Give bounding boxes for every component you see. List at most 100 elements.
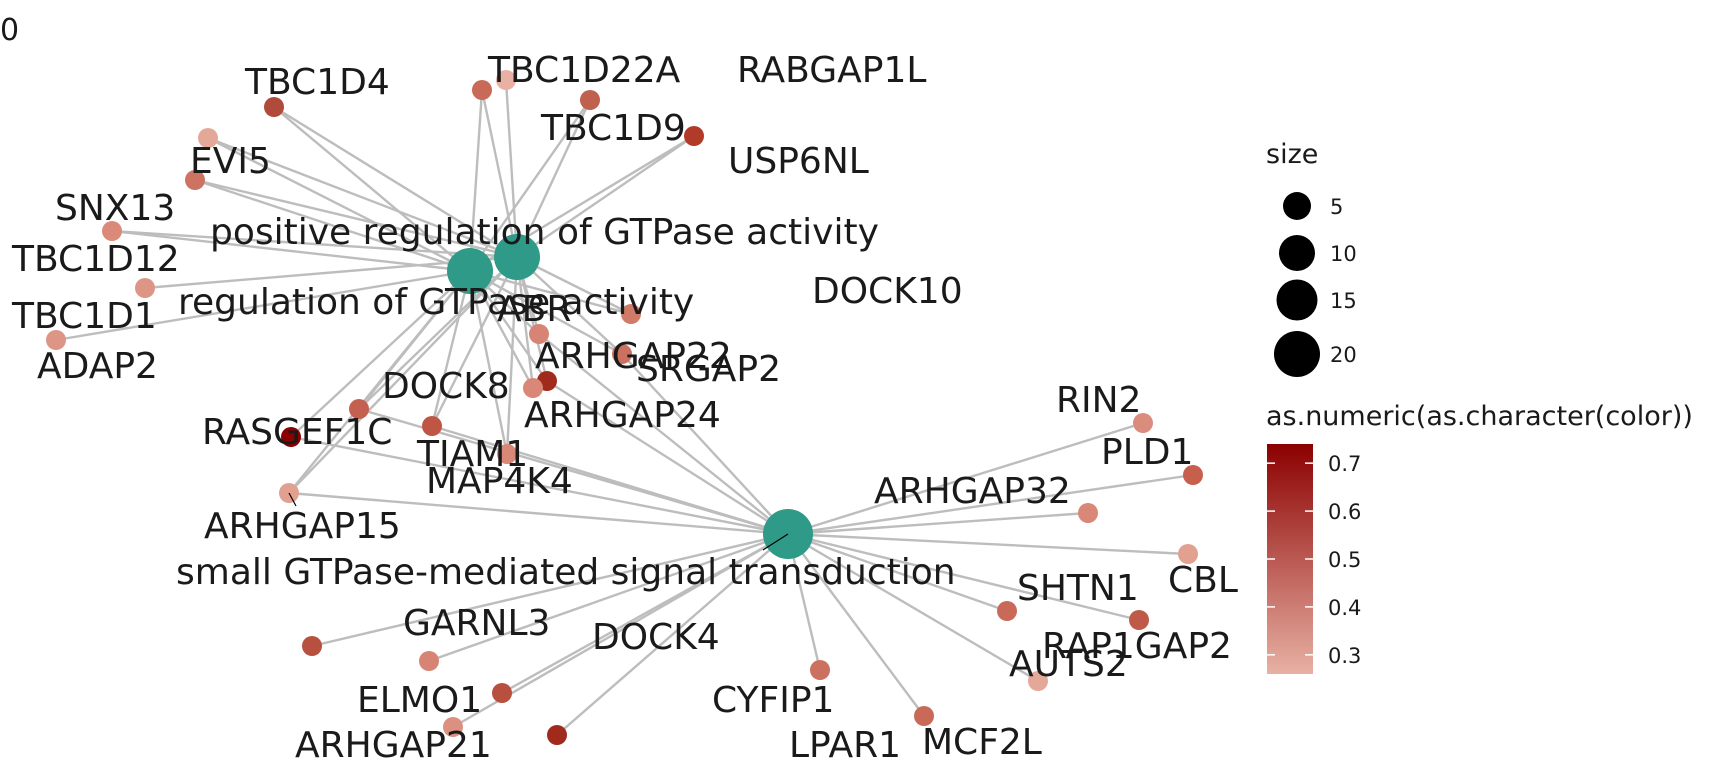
gene-label-rin2: RIN2: [1056, 380, 1141, 421]
gene-label-arhgap22: ARHGAP22: [535, 336, 732, 377]
gene-node-pld1: [1183, 465, 1203, 485]
colorbar-tick-label-0-5: 0.5: [1328, 548, 1361, 572]
gene-node-adap2: [46, 330, 66, 350]
gene-label-dock4: DOCK4: [592, 617, 720, 658]
colorbar-tick-label-0-4: 0.4: [1328, 596, 1361, 620]
gene-label-auts2: AUTS2: [1009, 644, 1128, 685]
gene-label-evi5: EVI5: [190, 141, 271, 182]
gene-node-arhgap21: [443, 717, 463, 737]
gene-label-dock8: DOCK8: [382, 366, 510, 407]
gene-label-srgap2: SRGAP2: [636, 349, 781, 390]
gene-label-dock10: DOCK10: [812, 271, 963, 312]
gene-node-rabgap1l: [496, 70, 516, 90]
gene-label-cbl: CBL: [1168, 560, 1238, 601]
gene-label-shtn1: SHTN1: [1017, 568, 1139, 609]
gene-node-map4k4: [497, 444, 517, 464]
size-legend-circle-5: [1283, 192, 1311, 220]
gene-node-cyfip1: [810, 660, 830, 680]
gene-node-usp6nl: [684, 126, 704, 146]
gene-label-mcf2l: MCF2L: [922, 722, 1042, 763]
corner-label: 0: [0, 13, 19, 48]
edge-srgap2-to-positive-regulation-of-gtpase-activity: [516, 256, 623, 355]
gene-label-tbc1d1: TBC1D1: [11, 296, 157, 337]
edge-tiam1-to-small-gtpase-mediated-signal-transduction: [431, 424, 789, 536]
gene-label-lpar1: LPAR1: [789, 725, 901, 766]
gene-label-cyfip1: CYFIP1: [712, 680, 834, 721]
gene-node-rin2: [1133, 413, 1153, 433]
edge-arhgap15-to-small-gtpase-mediated-signal-transduction: [288, 491, 789, 536]
gene-node-tbc1d9: [580, 90, 600, 110]
category-label-small-gtpase-mediated-signal-transduction: small GTPase-mediated signal transductio…: [176, 552, 956, 593]
gene-node-evi5: [198, 128, 218, 148]
gene-node-elmo1: [492, 683, 512, 703]
edge-tbc1d22a-to-regulation-of-gtpase-activity: [468, 89, 484, 272]
edge-tbc1d22a-to-positive-regulation-of-gtpase-activity: [480, 89, 519, 258]
edge-tiam1-to-regulation-of-gtpase-activity: [430, 270, 472, 427]
gene-label-rabgap1l: RABGAP1L: [737, 50, 926, 91]
edge-map4k4-to-positive-regulation-of-gtpase-activity: [505, 256, 519, 455]
gene-node-tbc1d12: [102, 221, 122, 241]
edge-tbc1d9-to-positive-regulation-of-gtpase-activity: [515, 99, 592, 258]
gene-node-rasgef1c: [281, 427, 301, 447]
gene-label-pld1: PLD1: [1101, 432, 1193, 473]
gene-node-shtn1: [997, 601, 1017, 621]
gene-node-snx13: [185, 170, 205, 190]
colorbar-tick-label-0-3: 0.3: [1328, 644, 1361, 668]
gene-label-usp6nl: USP6NL: [728, 141, 869, 182]
color-legend-ticks: 0.70.60.50.40.3: [1267, 452, 1361, 668]
edge-rin2-to-small-gtpase-mediated-signal-transduction: [787, 421, 1144, 536]
size-legend-label-5: 5: [1330, 195, 1343, 219]
edge-lpar1-to-small-gtpase-mediated-signal-transduction: [556, 533, 789, 736]
gene-label-map4k4: MAP4K4: [426, 461, 573, 502]
color-legend-title: as.numeric(as.character(color)): [1266, 401, 1693, 432]
edge-shtn1-to-small-gtpase-mediated-signal-transduction: [787, 532, 1008, 613]
gene-label-tbc1d9: TBC1D9: [540, 108, 686, 149]
edge-arhgap22-to-small-gtpase-mediated-signal-transduction: [546, 379, 789, 536]
gene-node-tbc1d4: [264, 97, 284, 117]
gene-node-arhgap32: [1078, 503, 1098, 523]
gene-node-dock10: [621, 304, 641, 324]
edge-snx13-to-regulation-of-gtpase-activity: [194, 178, 471, 273]
gene-label-rap1gap2: RAP1GAP2: [1042, 626, 1232, 667]
gene-label-snx13: SNX13: [55, 188, 175, 229]
edge-rasgef1c-to-regulation-of-gtpase-activity: [290, 270, 471, 438]
size-legend-label-10: 10: [1330, 242, 1357, 266]
gene-node-cbl: [1178, 544, 1198, 564]
edge-dock10-to-regulation-of-gtpase-activity: [469, 269, 632, 316]
edge-evi5-to-positive-regulation-of-gtpase-activity: [207, 136, 518, 259]
gene-node-mcf2l: [914, 706, 934, 726]
size-legend-circle-20: [1274, 331, 1320, 377]
edge-tbc1d4-to-positive-regulation-of-gtpase-activity: [273, 105, 518, 259]
gene-label-arhgap32: ARHGAP32: [874, 471, 1071, 512]
gene-label-abr: ABR: [497, 289, 571, 330]
gene-label-rasgef1c: RASGEF1C: [202, 412, 392, 453]
edge-rasgef1c-to-small-gtpase-mediated-signal-transduction: [290, 435, 789, 536]
edge-usp6nl-to-positive-regulation-of-gtpase-activity: [516, 135, 695, 258]
size-legend-label-15: 15: [1330, 289, 1357, 313]
gene-node-tiam1: [422, 416, 442, 436]
gene-label-tbc1d12: TBC1D12: [11, 239, 180, 280]
edge-rabgap1l-to-positive-regulation-of-gtpase-activity: [504, 79, 519, 258]
edge-arhgap15-to-regulation-of-gtpase-activity: [288, 270, 471, 494]
edge-tbc1d9-to-regulation-of-gtpase-activity: [469, 99, 591, 272]
edge-rap1gap2-to-small-gtpase-mediated-signal-transduction: [787, 532, 1140, 622]
edge-tbc1d4-to-regulation-of-gtpase-activity: [273, 106, 471, 272]
category-node-regulation-of-gtpase-activity: [447, 248, 493, 294]
signal-transduction-leader-line: [762, 533, 789, 551]
gene-label-garnl3: GARNL3: [403, 603, 550, 644]
gene-node-garnl3: [302, 636, 322, 656]
gene-node-dock4: [419, 651, 439, 671]
category-label-positive-regulation-of-gtpase-activity: positive regulation of GTPase activity: [210, 212, 879, 253]
gene-node-dock8: [349, 399, 369, 419]
edge-arhgap32-to-small-gtpase-mediated-signal-transduction: [787, 511, 1089, 536]
gene-node-abr: [529, 324, 549, 344]
edge-auts2-to-small-gtpase-mediated-signal-transduction: [787, 532, 1039, 683]
edge-abr-to-small-gtpase-mediated-signal-transduction: [538, 333, 789, 535]
edge-dock4-to-small-gtpase-mediated-signal-transduction: [428, 532, 789, 663]
edge-map4k4-to-regulation-of-gtpase-activity: [468, 270, 509, 455]
nodes-layer: [46, 70, 1203, 745]
gene-label-tiam1: TIAM1: [416, 434, 528, 475]
edge-mcf2l-to-small-gtpase-mediated-signal-transduction: [787, 533, 925, 717]
colorbar-tick-label-0-6: 0.6: [1328, 500, 1361, 524]
